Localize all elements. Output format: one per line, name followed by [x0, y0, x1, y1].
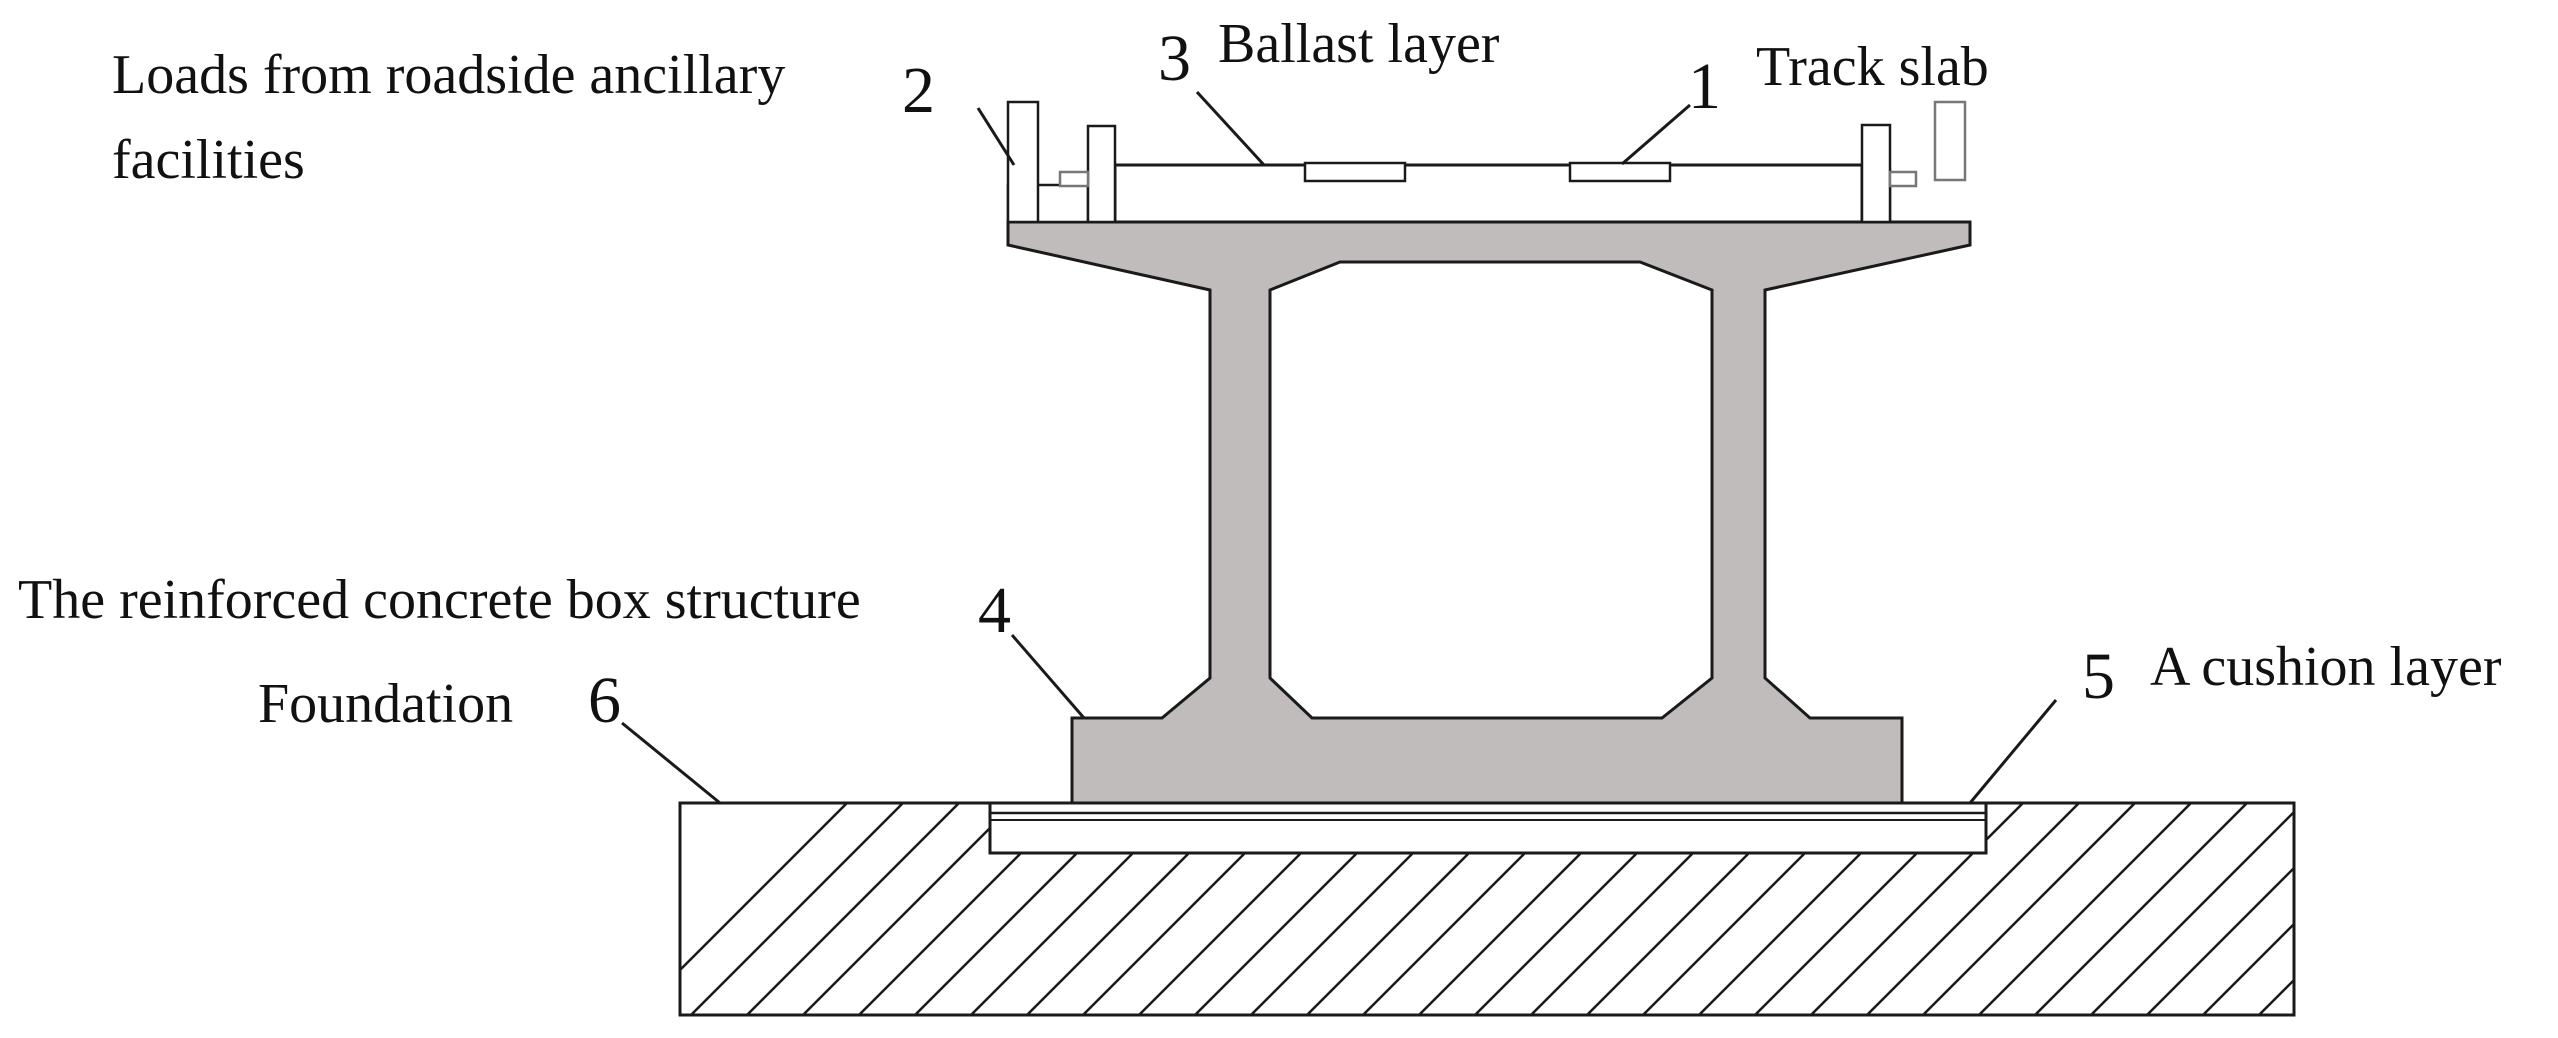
number-5: 5 — [2082, 640, 2115, 713]
hatch-line — [2300, 790, 2540, 1030]
foundation-label: Foundation — [258, 673, 513, 735]
number-3: 3 — [1158, 22, 1191, 95]
leader-lines — [621, 90, 2058, 805]
hatch-line — [2201, 922, 2294, 1015]
hatch-line — [2257, 978, 2294, 1015]
hatch-line — [2089, 810, 2294, 1015]
leader-line-2 — [976, 107, 1016, 166]
leader-line-3 — [1195, 90, 1266, 167]
hatch-line — [680, 803, 849, 972]
leader-line-1 — [1621, 103, 1691, 166]
leader-line-4 — [1010, 634, 1086, 719]
hatch-line — [1809, 803, 2025, 1015]
hatch-line — [2145, 866, 2294, 1015]
roadside-facilities-left — [1006, 100, 1117, 224]
cushion-layer-label: A cushion layer — [2150, 636, 2502, 698]
hatch-line — [745, 803, 961, 1015]
number-6: 6 — [588, 664, 621, 737]
hatch-line — [1865, 803, 2081, 1015]
box-structure-label: The reinforced concrete box structure — [18, 569, 861, 631]
track-slab-left — [1303, 161, 1407, 183]
hatch-line — [689, 803, 905, 1015]
number-4: 4 — [978, 574, 1011, 647]
ballast-layer — [1113, 163, 1864, 224]
track-slab-right — [1568, 161, 1672, 183]
roadside-facilities-right — [1860, 100, 1967, 224]
track-slab-label: Track slab — [1756, 36, 1989, 98]
roadside-loads-label-line1: Loads from roadside ancillary — [112, 44, 785, 106]
hatch-line — [2356, 790, 2558, 1030]
box-structure — [1006, 220, 1972, 805]
number-2: 2 — [902, 54, 935, 127]
hatch-line — [1921, 803, 2137, 1015]
cushion-layer — [988, 801, 1988, 855]
leader-line-6 — [621, 721, 721, 805]
number-1: 1 — [1688, 50, 1721, 123]
hatch-line — [2033, 803, 2249, 1015]
ballast-layer-label: Ballast layer — [1218, 13, 1500, 75]
roadside-loads-label-line2: facilities — [112, 129, 305, 191]
hatch-line — [801, 803, 1017, 1015]
leader-line-5 — [1968, 699, 2058, 804]
hatch-line — [1977, 803, 2193, 1015]
